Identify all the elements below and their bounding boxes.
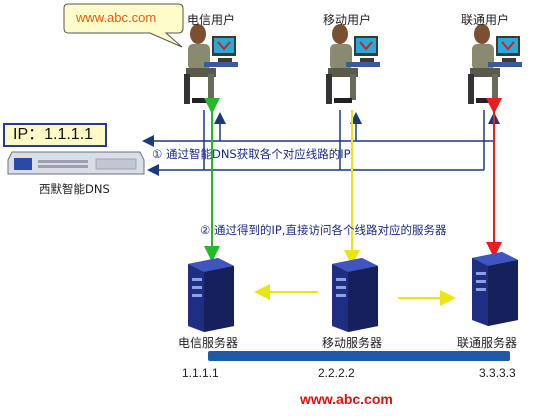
- telecom-user-icon: [184, 24, 238, 104]
- step1-note: ① 通过智能DNS获取各个对应线路的IP: [152, 147, 351, 161]
- telecom-server-ip: 1.1.1.1: [182, 366, 219, 380]
- speech-bubble: [63, 3, 184, 48]
- mobile-server-ip: 2.2.2.2: [318, 366, 355, 380]
- dns-name-label: 西默智能DNS: [39, 182, 110, 196]
- mobile-server-label: 移动服务器: [322, 336, 383, 350]
- mobile-user-icon: [326, 24, 380, 104]
- network-bar: [208, 351, 510, 361]
- bubble-url: www.abc.com: [76, 10, 157, 25]
- unicom-server-label: 联通服务器: [457, 336, 518, 350]
- unicom-user-label: 联通用户: [461, 13, 510, 27]
- dns-ip-box: IP：1.1.1.1: [3, 123, 107, 147]
- step2-note: ② 通过得到的IP,直接访问各个线路对应的服务器: [200, 223, 447, 237]
- dns-server-icon: [7, 151, 145, 175]
- unicom-server-icon: [472, 252, 518, 326]
- telecom-user-label: 电信用户: [187, 13, 236, 27]
- unicom-user-icon: [468, 24, 522, 104]
- footer-site: www.abc.com: [300, 391, 393, 407]
- telecom-server-icon: [188, 258, 234, 332]
- telecom-server-label: 电信服务器: [178, 336, 239, 350]
- mobile-user-label: 移动用户: [323, 13, 372, 27]
- unicom-server-ip: 3.3.3.3: [479, 366, 516, 380]
- mobile-server-icon: [332, 258, 378, 332]
